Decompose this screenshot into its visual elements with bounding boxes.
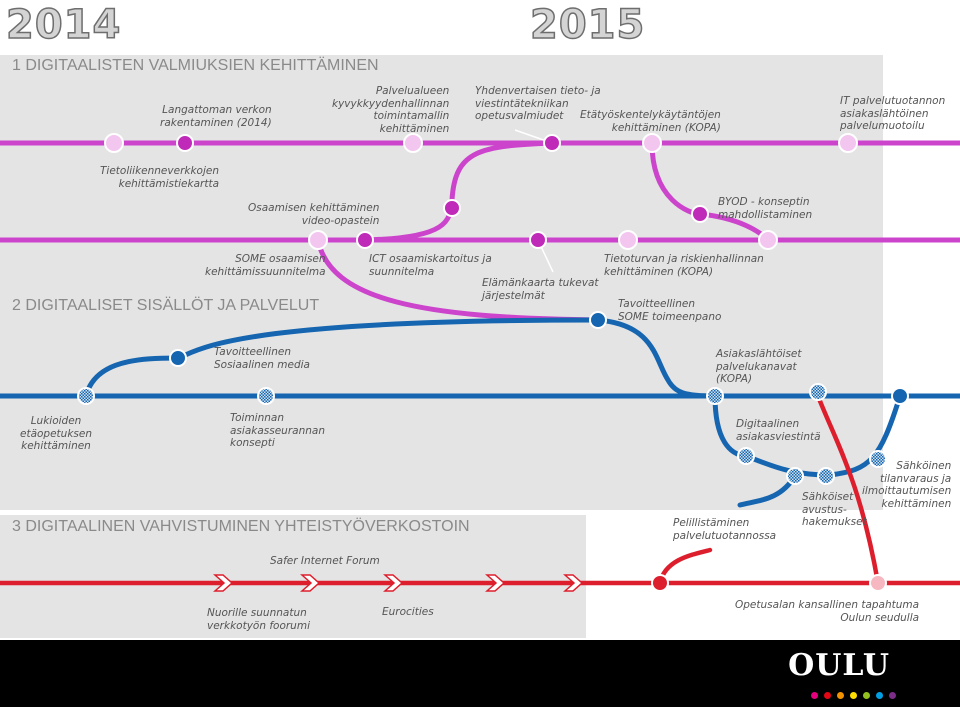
footer-bar: OULU: [0, 640, 960, 707]
node-sahkoiset: [817, 467, 835, 485]
node-langattoman: [176, 134, 194, 152]
label-byod: BYOD - konseptin mahdollistaminen: [718, 196, 813, 221]
label-asiakaslahtoiset: Asiakaslähtöiset palvelukanavat (KOPA): [716, 348, 802, 385]
red-connector-up: [815, 393, 881, 586]
label-pelillistaminen: Pelillistäminen palvelutuotannossa: [673, 517, 777, 542]
label-etatyo: Etätyöskentelykäytäntöjen kehittäminen (…: [580, 109, 721, 134]
node-lukioiden: [77, 387, 95, 405]
label-lukioiden: Lukioiden etäopetuksen kehittäminen: [20, 415, 92, 452]
logo-dot: [863, 692, 870, 699]
label-tietoliikenne: Tietoliikenneverkkojen kehittämistiekart…: [100, 165, 220, 190]
red-chevron: [213, 574, 234, 592]
label-safer: Safer Internet Forum: [270, 555, 380, 567]
logo-dot: [811, 692, 818, 699]
node-sahkoinen-start: [891, 387, 909, 405]
section-title-1: 1 DIGITAALISTEN VALMIUKSIEN KEHITTÄMINEN: [12, 57, 379, 74]
label-ict-osaamis: ICT osaamiskartoitus ja suunnitelma: [369, 253, 492, 278]
label-eurocities: Eurocities: [382, 606, 434, 618]
label-toiminnan: Toiminnan asiakasseurannan konsepti: [230, 412, 325, 449]
section-title-3: 3 DIGITAALINEN VAHVISTUMINEN YHTEISTYÖVE…: [12, 518, 470, 535]
label-tavoitteellinen-some: Tavoitteellinen SOME toimeenpano: [618, 298, 722, 323]
logo-dot: [850, 692, 857, 699]
label-nuorille: Nuorille suunnatun verkkotyön foorumi: [207, 607, 310, 632]
node-byod: [691, 205, 709, 223]
logo-dot: [824, 692, 831, 699]
label-digitaalinen-asiakas: Digitaalinen asiakasviestintä: [736, 418, 821, 443]
red-chevron: [563, 574, 584, 592]
label-sahkoinen: Sähköinen tilanvaraus ja ilmoittautumise…: [862, 460, 952, 510]
logo-dot: [876, 692, 883, 699]
oulu-logo: OULU: [788, 648, 890, 683]
blue-branch-pelillistaminen: [737, 473, 798, 508]
node-toiminnan: [257, 387, 275, 405]
node-some-osaamisen: [308, 230, 328, 250]
node-ict-osaamis: [356, 231, 374, 249]
label-palvelualueen: Palvelualueen kyvykkyydenhallinnan toimi…: [332, 85, 450, 135]
node-digitaalinen: [809, 383, 827, 401]
section-title-2: 2 DIGITAALISET SISÄLLÖT JA PALVELUT: [12, 297, 320, 314]
label-opetusalan: Opetusalan kansallinen tapahtuma Oulun s…: [735, 599, 920, 624]
label-tietoturvan: Tietoturvan ja riskienhallinnan kehittäm…: [604, 253, 764, 278]
node-sahkoinen: [869, 450, 887, 468]
node-elamankaarta: [529, 231, 547, 249]
label-some-osaamisen: SOME osaamisen kehittämissuunnitelma: [205, 253, 326, 278]
label-langattoman: Langattoman verkon rakentaminen (2014): [160, 104, 272, 129]
node-it-palvelu: [838, 133, 858, 153]
blue-connector-left: [83, 317, 601, 399]
label-sahkoiset: Sähköiset avustus- hakemukset: [802, 491, 867, 528]
red-chevron: [485, 574, 506, 592]
magenta-connector-byod: [649, 140, 771, 243]
red-chevron: [383, 574, 404, 592]
node-asiakaslahtoiset: [706, 387, 724, 405]
node-digitaalinen-asiakas: [737, 447, 755, 465]
node-palvelualueen: [403, 133, 423, 153]
node-tavoitteellinen-some: [589, 311, 607, 329]
label-yhdenvertaisen: Yhdenvertaisen tieto- ja viestintäteknii…: [475, 85, 601, 122]
label-tavoitteellinen-sos: Tavoitteellinen Sosiaalinen media: [214, 346, 310, 371]
node-pelillistaminen: [651, 574, 669, 592]
label-elamankaarta: Elämänkaarta tukevat järjestelmät: [482, 277, 599, 302]
year-2014: 2014: [5, 1, 122, 49]
node-osaamisen: [443, 199, 461, 217]
node-byod-end: [758, 230, 778, 250]
blue-connector-right: [595, 317, 718, 399]
logo-dot: [837, 692, 844, 699]
section-2-panel: [0, 295, 883, 510]
node-pelillistaminen-b: [786, 467, 804, 485]
node-tavoitteellinen-sos: [169, 349, 187, 367]
year-2015: 2015: [529, 1, 646, 49]
logo-dot: [889, 692, 896, 699]
node-etatyo: [642, 133, 662, 153]
label-osaamisen: Osaamisen kehittäminen video-opastein: [248, 202, 380, 227]
logo-dots: [811, 692, 896, 699]
node-tietoturvan: [618, 230, 638, 250]
section-1-panel: [0, 55, 883, 295]
magenta-connector-up: [362, 140, 555, 243]
node-yhdenvertaisen: [543, 134, 561, 152]
node-opetusalan: [869, 574, 887, 592]
red-chevron: [300, 574, 321, 592]
node-tietoliikenne: [104, 133, 124, 153]
label-it-palvelu: IT palvelutuotannon asiakaslähtöinen pal…: [840, 95, 946, 132]
